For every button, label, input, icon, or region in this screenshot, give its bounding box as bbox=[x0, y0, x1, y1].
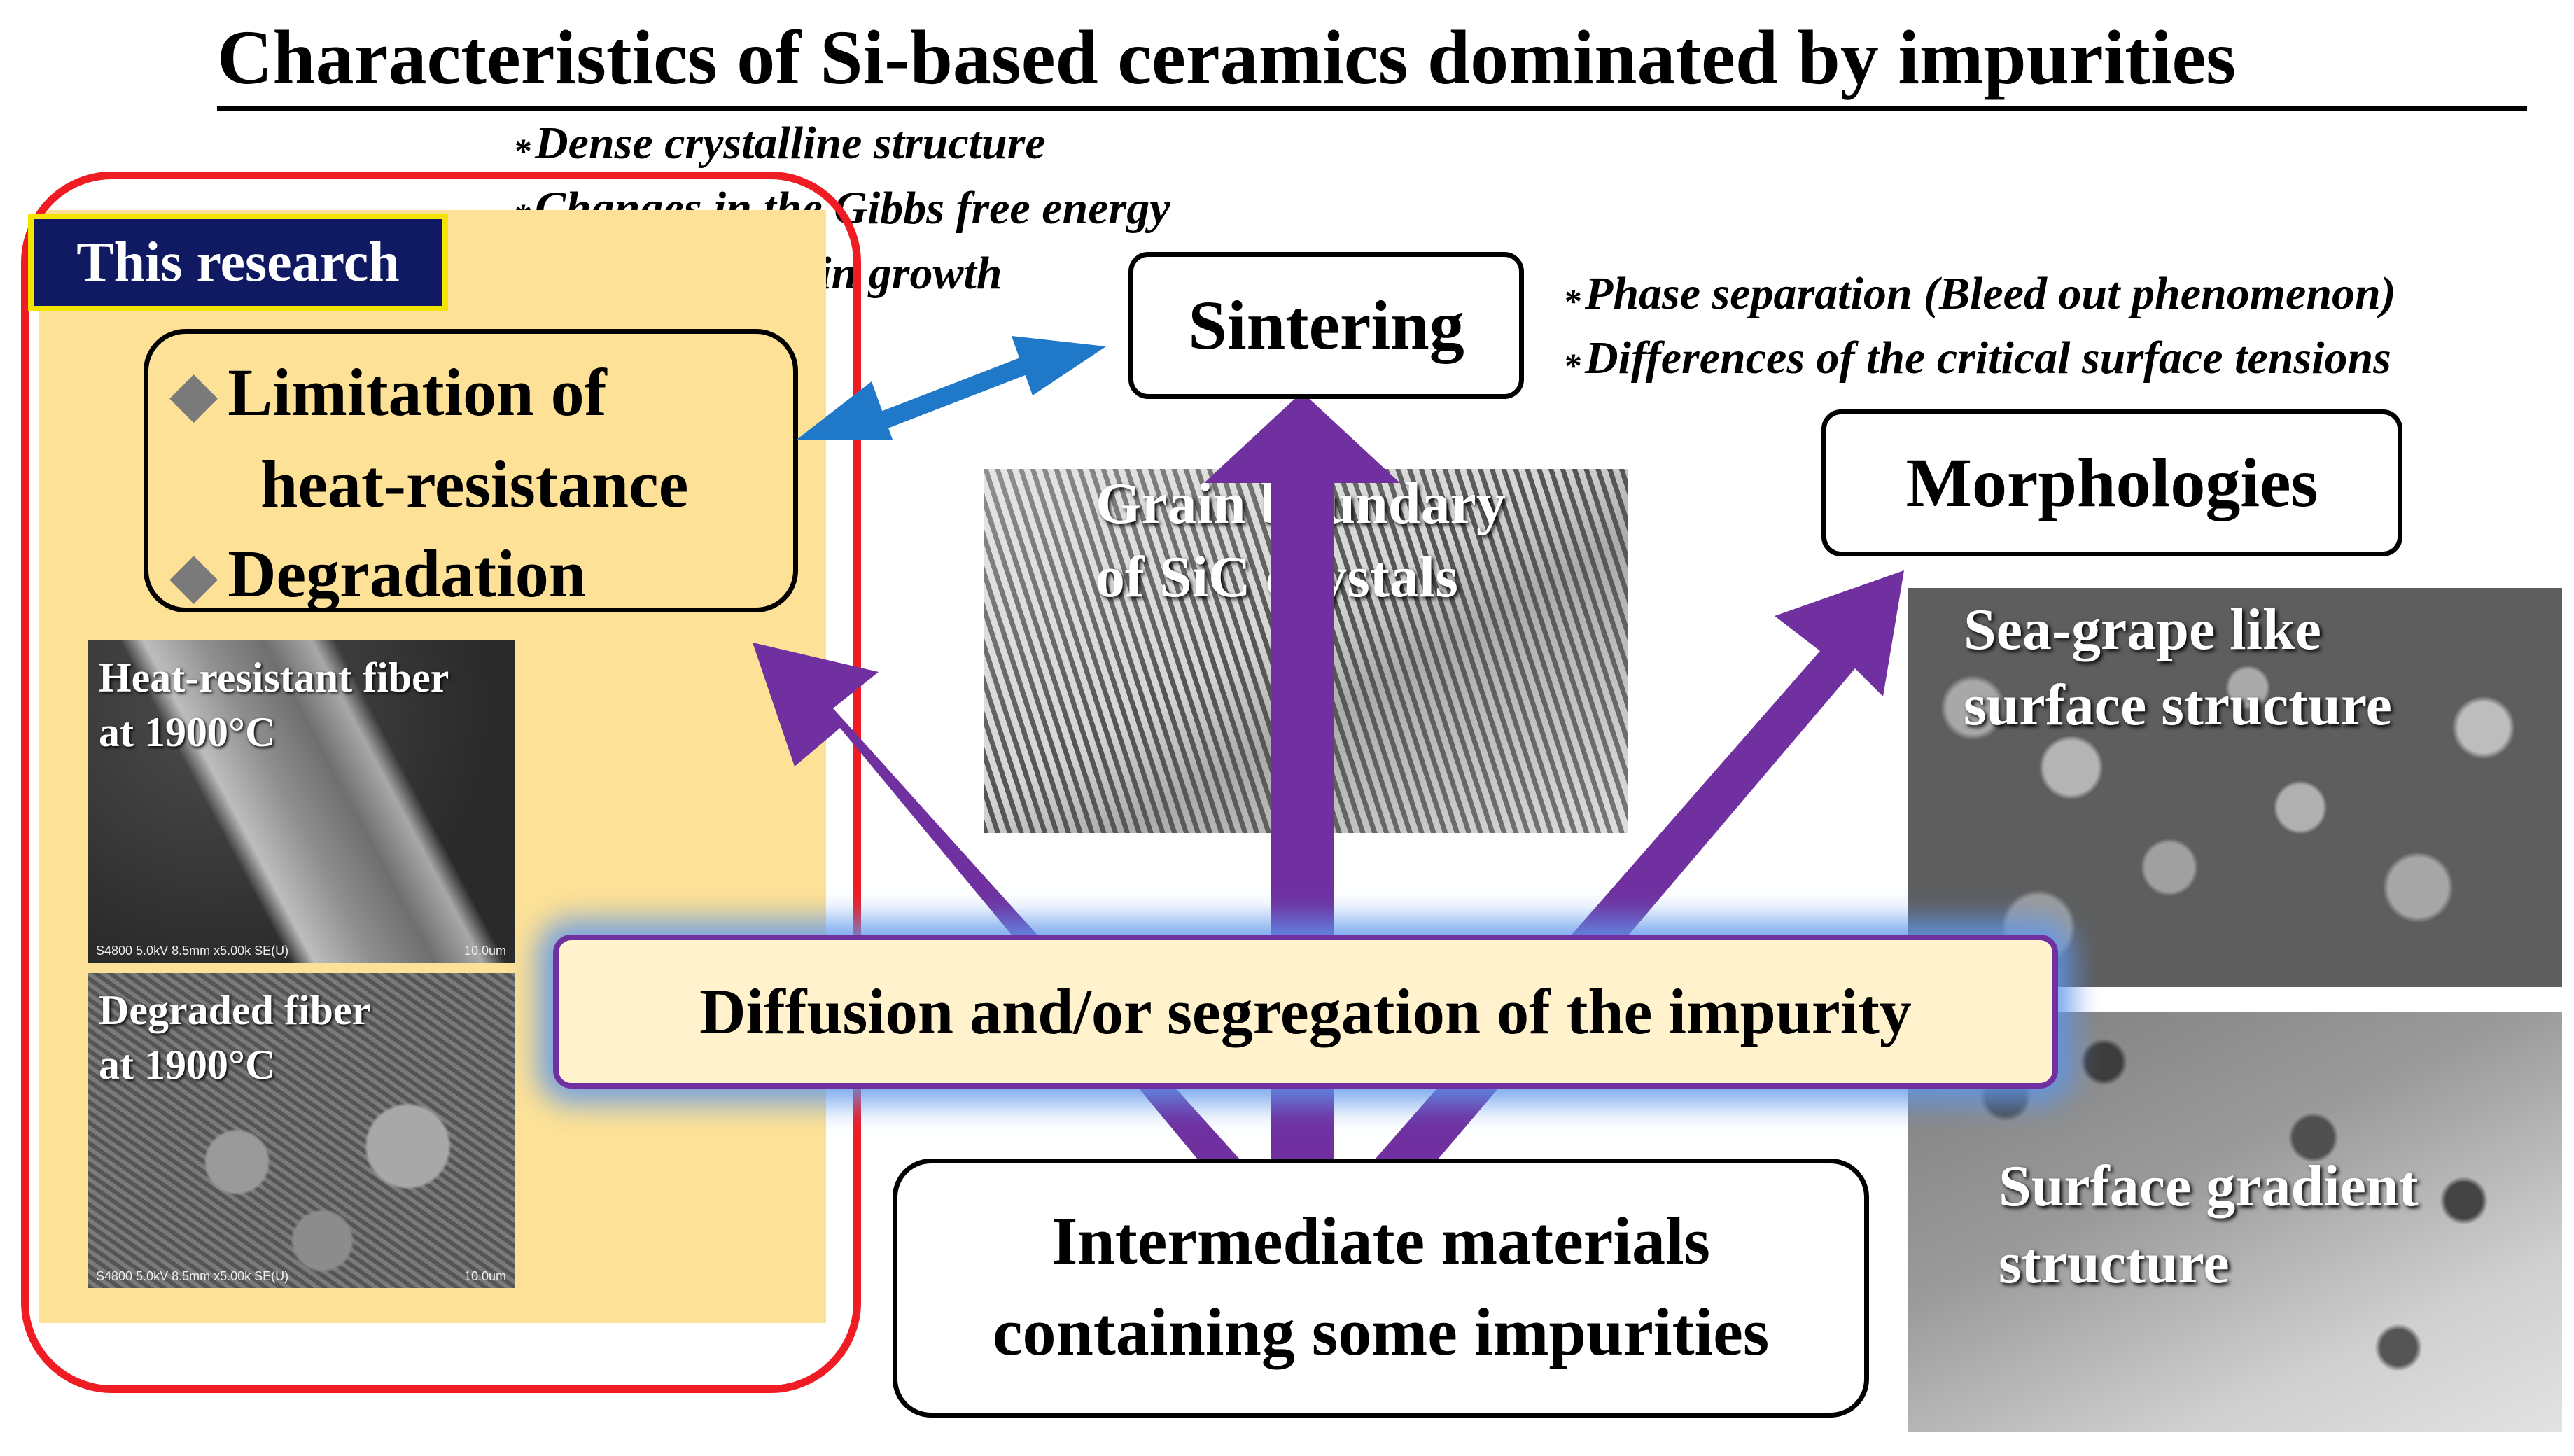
arrow-up-center bbox=[1204, 392, 1400, 1158]
image-caption-line: surface structure bbox=[1964, 673, 2392, 738]
limitation-box: ◆Limitation of heat-resistance ◆Degradat… bbox=[144, 329, 798, 612]
morphologies-box: Morphologies bbox=[1821, 410, 2402, 556]
caption-line: at 1900°C bbox=[99, 1042, 276, 1088]
sintering-box: Sintering bbox=[1128, 252, 1524, 399]
image-caption-line: Surface gradient bbox=[1999, 1154, 2419, 1219]
sintering-note: *Dense crystalline structure bbox=[515, 115, 1046, 178]
limitation-text: Limitation of bbox=[228, 355, 607, 430]
heat-resistant-fiber-image: Heat-resistant fiber at 1900°C S4800 5.0… bbox=[88, 640, 515, 962]
sem-info: S4800 5.0kV 8.5mm x5.00k SE(U) bbox=[96, 944, 289, 958]
intermediate-materials-box: Intermediate materials containing some i… bbox=[893, 1158, 1869, 1418]
note-text: Differences of the critical surface tens… bbox=[1585, 332, 2391, 384]
image-caption-line: Sea-grape like bbox=[1964, 597, 2321, 662]
note-marker: * bbox=[1565, 281, 1582, 321]
note-text: Phase separation (Bleed out phenomenon) bbox=[1585, 268, 2396, 319]
degraded-fiber-image: Degraded fiber at 1900°C S4800 5.0kV 8.5… bbox=[88, 973, 515, 1288]
diffusion-box: Diffusion and/or segregation of the impu… bbox=[553, 934, 2058, 1088]
morphology-note: *Differences of the critical surface ten… bbox=[1565, 330, 2391, 393]
diamond-bullet-icon: ◆ bbox=[169, 360, 218, 429]
image-caption: Degraded fiber at 1900°C bbox=[88, 973, 515, 1102]
double-arrow-icon bbox=[797, 336, 1106, 440]
sem-scale-bar: S4800 5.0kV 8.5mm x5.00k SE(U) 10.0um bbox=[96, 1269, 506, 1284]
caption-line: Heat-resistant fiber bbox=[99, 654, 449, 701]
note-marker: * bbox=[515, 131, 532, 170]
limitation-item: ◆Limitation of bbox=[169, 348, 772, 440]
note-marker: * bbox=[1565, 346, 1582, 385]
degradation-text: Degradation bbox=[228, 536, 587, 611]
research-frame bbox=[21, 172, 861, 1393]
note-text: Dense crystalline structure bbox=[535, 118, 1046, 169]
sem-info: S4800 5.0kV 8.5mm x5.00k SE(U) bbox=[96, 1269, 289, 1283]
degradation-item: ◆Degradation bbox=[169, 529, 772, 621]
box-line: containing some impurities bbox=[992, 1294, 1770, 1369]
page-title: Characteristics of Si-based ceramics dom… bbox=[217, 15, 2527, 111]
sem-scale: 10.0um bbox=[463, 944, 506, 958]
caption-line: at 1900°C bbox=[99, 709, 276, 755]
caption-line: Degraded fiber bbox=[99, 987, 371, 1033]
sem-scale: 10.0um bbox=[463, 1269, 506, 1283]
research-label: This research bbox=[28, 214, 448, 312]
image-caption-line: structure bbox=[1999, 1231, 2230, 1296]
sea-grape-structure-image: Sea-grape like surface structure bbox=[1908, 588, 2562, 987]
image-caption: Heat-resistant fiber at 1900°C bbox=[88, 640, 515, 769]
limitation-item-continued: heat-resistance bbox=[260, 447, 689, 522]
diamond-bullet-icon: ◆ bbox=[169, 541, 218, 610]
morphology-note: *Phase separation (Bleed out phenomenon) bbox=[1565, 266, 2396, 329]
sem-scale-bar: S4800 5.0kV 8.5mm x5.00k SE(U) 10.0um bbox=[96, 944, 506, 958]
box-line: Intermediate materials bbox=[1051, 1203, 1710, 1278]
